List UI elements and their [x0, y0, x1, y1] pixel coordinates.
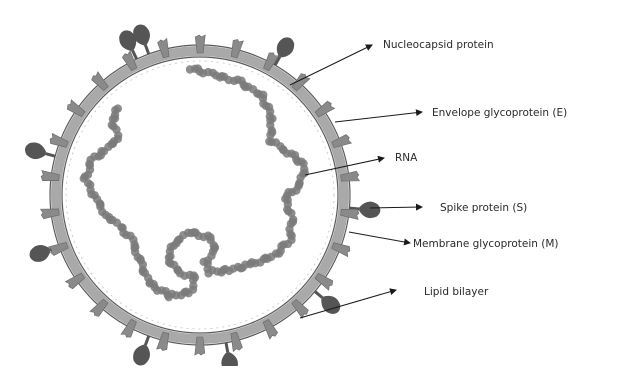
leader-nucleocapsid: [290, 45, 372, 85]
spike-head: [130, 343, 153, 366]
leader-membrane: [349, 232, 410, 243]
label-nucleocapsid: Nucleocapsid protein: [383, 39, 494, 51]
inner-membrane-edge: [62, 57, 338, 333]
spike-stalk: [145, 45, 148, 54]
spike-stalk: [226, 343, 228, 353]
labels: Nucleocapsid protein Envelope glycoprote…: [383, 39, 567, 298]
leader-lipid: [300, 290, 396, 318]
spike-head: [220, 351, 240, 366]
label-membrane: Membrane glycoprotein (M): [413, 238, 559, 250]
label-envelope: Envelope glycoprotein (E): [432, 107, 567, 119]
spike-head: [23, 140, 48, 161]
envelope-protein: [195, 35, 205, 53]
spike-stalk: [349, 208, 359, 209]
spike-head: [27, 242, 52, 265]
label-lipid: Lipid bilayer: [424, 286, 489, 298]
spike-stalk: [145, 336, 148, 345]
label-spike: Spike protein (S): [440, 202, 527, 214]
envelope-protein-body: [195, 35, 205, 53]
label-rna: RNA: [395, 152, 418, 164]
leader-lines: [290, 45, 422, 318]
rna-bead: [114, 104, 122, 112]
spike-head: [359, 201, 381, 219]
rna-strand: [80, 64, 309, 301]
envelope-protein: [195, 337, 205, 355]
spike-protein: [130, 333, 156, 366]
spike-stalk: [45, 154, 55, 157]
envelope-protein-body: [195, 337, 205, 355]
spike-stalk: [315, 291, 323, 297]
leader-envelope: [335, 112, 422, 122]
bilayer-band: [56, 51, 344, 339]
